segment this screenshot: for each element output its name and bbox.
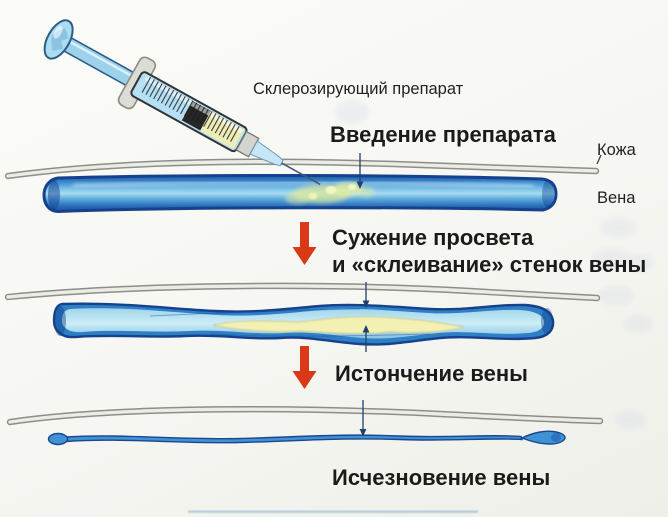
syringe-scale-ticks xyxy=(140,76,242,144)
step2-label: Сужение просвета и «склеивание» стенок в… xyxy=(332,224,646,278)
vein-stage-2 xyxy=(52,302,555,346)
vein-stage-3 xyxy=(47,430,566,446)
bottom-bleed-line xyxy=(188,510,478,513)
injection-pointer-arrow xyxy=(356,153,364,189)
step3-label: Истончение вены xyxy=(335,361,528,386)
step4-label: Исчезновение вены xyxy=(332,465,551,490)
sclerosant-pool xyxy=(212,316,465,334)
skin-label: Кожа xyxy=(597,141,636,159)
step2-label-line1: Сужение просвета xyxy=(332,225,534,250)
skin-layer-3 xyxy=(6,405,604,426)
wall-pointer-top-arrow xyxy=(362,282,370,308)
vein-label: Вена xyxy=(597,189,636,207)
bleed-through-artifacts xyxy=(335,100,654,429)
skin-label-tick xyxy=(596,154,602,165)
wall-pointer-bottom-arrow xyxy=(362,325,370,352)
injection-cloud xyxy=(285,182,375,204)
thinning-pointer-arrow xyxy=(359,400,367,437)
syringe-barrel xyxy=(130,71,248,153)
step1-label: Введение препарата xyxy=(330,122,556,147)
skin-layer-1 xyxy=(4,158,600,180)
step-down-arrow-1 xyxy=(292,222,317,265)
syringe xyxy=(43,19,321,186)
needle-hub-cone xyxy=(249,140,284,167)
step-down-arrow-2 xyxy=(292,346,317,389)
needle xyxy=(281,162,321,186)
skin-layer-2 xyxy=(4,282,601,302)
step2-label-line2: и «склеивание» стенок вены xyxy=(332,252,647,277)
sclerosing-drug-label: Склерозирующий препарат xyxy=(253,80,464,98)
